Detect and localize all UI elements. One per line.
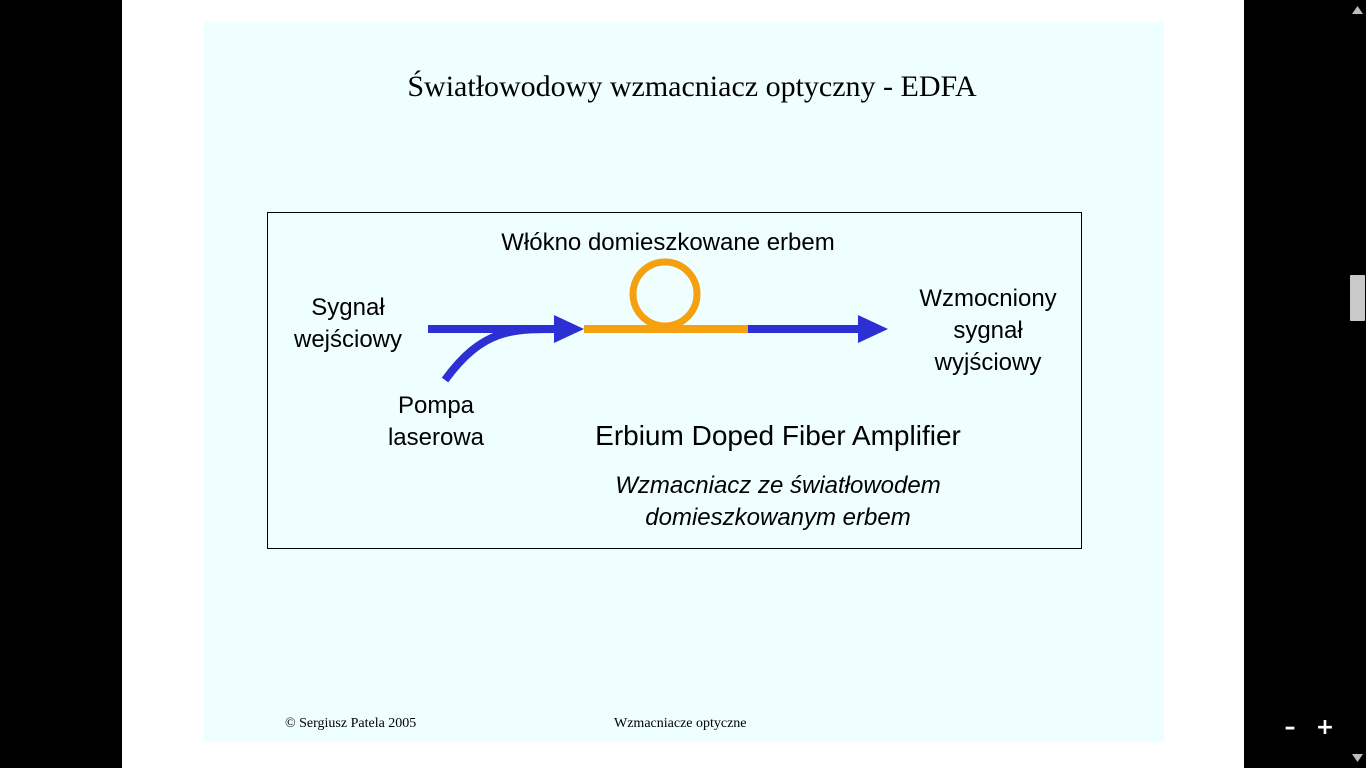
polish-description-line2: domieszkowanym erbem	[645, 504, 911, 531]
scroll-down-arrow-icon[interactable]	[1351, 752, 1364, 764]
edfa-diagram-box: Włókno domieszkowane erbem Sygnał wejści…	[267, 212, 1082, 549]
slide-title: Światłowodowy wzmacniacz optyczny - EDFA	[407, 70, 977, 103]
scroll-up-arrow-icon[interactable]	[1351, 4, 1364, 16]
fiber-loop	[629, 258, 701, 330]
polish-description-line1: Wzmacniacz ze światłowodem	[615, 472, 941, 499]
footer-section-title: Wzmacniacze optyczne	[614, 716, 747, 731]
input-signal-label: Sygnał wejściowy	[278, 292, 418, 356]
pump-label-line2: laserowa	[387, 424, 485, 451]
document-page: Światłowodowy wzmacniacz optyczny - EDFA…	[122, 0, 1244, 768]
pump-label: Pompa laserowa	[366, 390, 506, 454]
zoom-out-button[interactable]: –	[1284, 715, 1296, 740]
output-signal-label: Wzmocniony sygnał wyjściowy	[898, 283, 1078, 379]
output-signal-label-line1: Wzmocniony	[919, 285, 1057, 312]
footer-copyright: © Sergiusz Patela 2005	[285, 716, 417, 731]
pump-label-line1: Pompa	[397, 392, 475, 419]
input-signal-label-line2: wejściowy	[293, 326, 403, 353]
input-signal-label-line1: Sygnał	[311, 294, 385, 321]
fiber-label: Włókno domieszkowane erbem	[501, 229, 835, 256]
pump-curve	[441, 324, 559, 383]
output-arrowhead	[858, 315, 888, 343]
edfa-diagram	[428, 258, 888, 383]
scrollbar-thumb[interactable]	[1350, 275, 1365, 321]
input-arrowhead	[554, 315, 584, 343]
slide: Światłowodowy wzmacniacz optyczny - EDFA…	[204, 22, 1164, 742]
output-signal-label-line3: wyjściowy	[934, 349, 1042, 376]
output-signal-label-line2: sygnał	[953, 317, 1023, 344]
vertical-scrollbar[interactable]	[1349, 0, 1366, 768]
polish-description: Wzmacniacz ze światłowodem domieszkowany…	[568, 470, 988, 534]
zoom-in-button[interactable]: +	[1315, 715, 1335, 740]
english-name-label: Erbium Doped Fiber Amplifier	[595, 420, 961, 451]
